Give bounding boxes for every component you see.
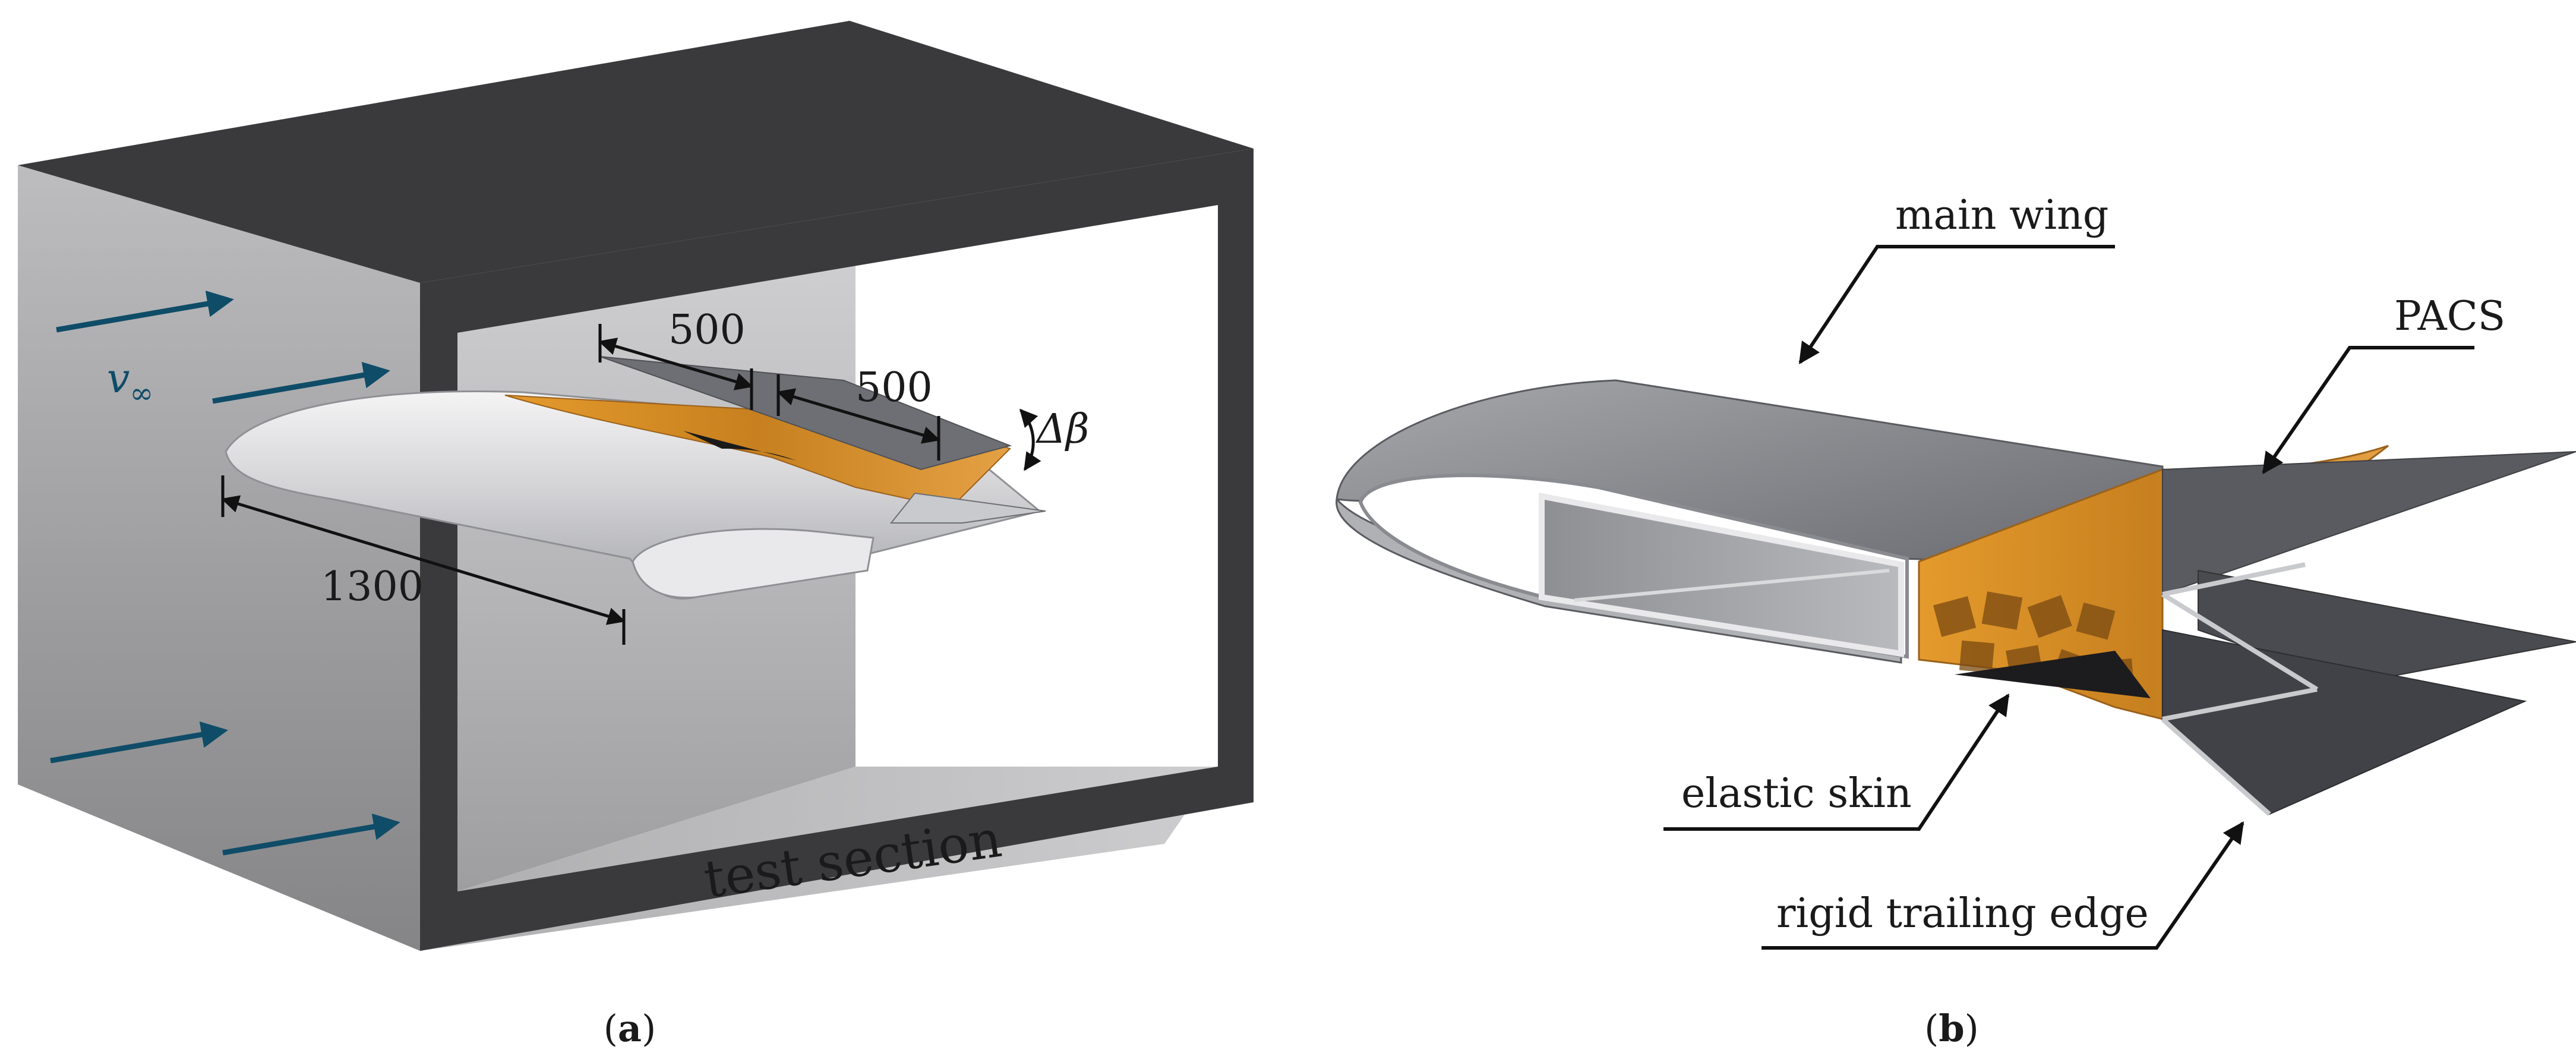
trailing-edge-ribs: [2161, 562, 2319, 816]
flow-arrow: [50, 721, 228, 764]
flow-arrow: [212, 361, 390, 404]
deflection-label: Δβ: [1035, 406, 1089, 453]
callout-main-wing: [1798, 245, 2115, 364]
panel-b-caption: (b): [1924, 1007, 1979, 1050]
dimension-span-two: [776, 374, 940, 461]
callout-label-elastic-skin: elastic skin: [1681, 770, 1912, 817]
flow-arrow: [56, 290, 234, 333]
trailing-edge: [889, 492, 1046, 524]
callout-pacs: [2262, 346, 2474, 474]
callout-elastic-skin: [1663, 694, 2010, 831]
dimension-label-span-two: 500: [855, 364, 933, 411]
rigid-trailing-edge-upper: [2162, 451, 2576, 595]
panel-a-caption: (a): [604, 1007, 656, 1050]
tunnel-opening: [855, 196, 1218, 767]
wing-tip-section: [632, 528, 875, 599]
deflection-arrow: [1019, 408, 1041, 471]
callout-label-main-wing: main wing: [1895, 192, 2108, 239]
dimension-label-total: 1300: [321, 563, 424, 610]
main-wing-spar-box: [1539, 492, 1904, 657]
flow-arrows: [50, 290, 400, 856]
callout-label-pacs: PACS: [2394, 293, 2505, 340]
velocity-label: v∞: [107, 355, 153, 410]
callout-rigid-trailing-edge: [1761, 821, 2244, 950]
dimension-span-one: [598, 324, 753, 410]
elastic-skin: [1955, 651, 2151, 698]
tunnel-side-wall: [18, 165, 420, 951]
dimension-total: [221, 475, 626, 645]
main-wing-spar-line: [1574, 569, 1890, 602]
panel-a: v∞ 500 500 130: [18, 21, 1254, 1050]
dimension-label-span-one: 500: [668, 307, 746, 354]
panel-b: main wing PACS elastic skin rigid traili…: [1336, 192, 2576, 1050]
flow-arrow: [222, 813, 400, 856]
callout-label-rigid-trailing-edge: rigid trailing edge: [1776, 890, 2149, 937]
tunnel-top: [18, 21, 1254, 283]
elastic-skin-strip: [683, 431, 796, 461]
